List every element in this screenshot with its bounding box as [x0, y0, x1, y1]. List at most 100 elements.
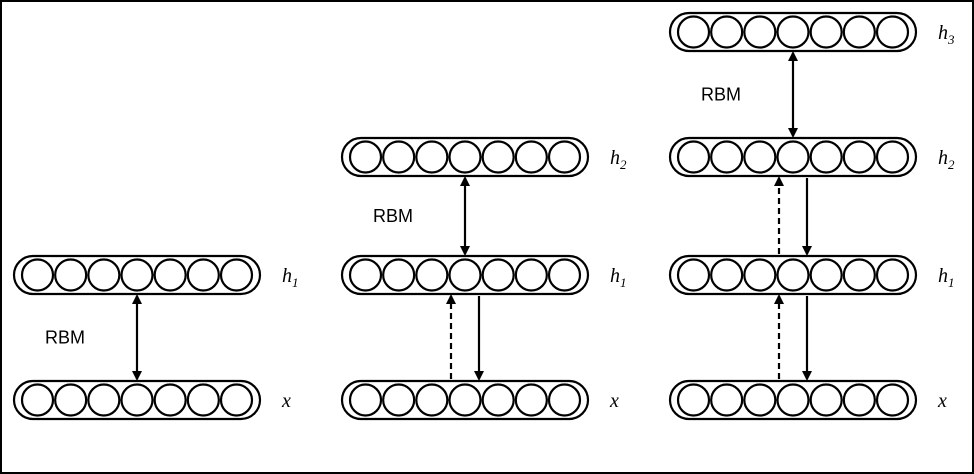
- unit-node: [547, 258, 582, 292]
- unit-node: [776, 258, 810, 292]
- unit-node: [875, 140, 910, 174]
- unit-node: [776, 383, 810, 417]
- unit-node: [382, 258, 416, 292]
- layer-label-name: h: [938, 22, 948, 44]
- unit-node: [676, 15, 711, 49]
- rbm-label: RBM: [45, 328, 85, 348]
- unit-node: [676, 258, 711, 292]
- rbm-label: RBM: [701, 85, 741, 105]
- unit-node: [514, 140, 548, 174]
- unit-node: [481, 383, 515, 417]
- unit-node: [776, 15, 810, 49]
- unit-node: [842, 140, 876, 174]
- layer-label-name: x: [281, 390, 291, 412]
- layer-x-stack-1: [12, 379, 262, 421]
- unit-node: [120, 258, 154, 292]
- unit-node: [153, 258, 187, 292]
- layer-label-subscript: 3: [947, 32, 955, 47]
- unit-node: [547, 140, 582, 174]
- unit-node: [842, 383, 876, 417]
- layer-label-name: x: [609, 390, 619, 412]
- rbm-label: RBM: [373, 206, 413, 226]
- layer-label: h1: [938, 265, 955, 290]
- unit-node: [448, 140, 482, 174]
- layer-label: h1: [282, 265, 299, 290]
- layer-h2-stack-3: [668, 136, 918, 178]
- unit-node: [809, 140, 843, 174]
- layer-x-stack-3: [668, 379, 918, 421]
- unit-node: [547, 383, 582, 417]
- unit-node: [514, 383, 548, 417]
- layer-label: h2: [610, 147, 627, 172]
- unit-node: [676, 140, 711, 174]
- layer-label-name: x: [937, 390, 947, 412]
- unit-node: [87, 258, 121, 292]
- unit-node: [54, 258, 88, 292]
- unit-node: [348, 383, 383, 417]
- layer-h2-stack-2: [340, 136, 590, 178]
- layer-label: h3: [938, 22, 955, 47]
- layer-label-name: h: [938, 265, 948, 287]
- layer-label-subscript: 1: [948, 275, 955, 290]
- unit-node: [875, 258, 910, 292]
- unit-node: [514, 258, 548, 292]
- unit-node: [481, 140, 515, 174]
- layer-label-name: h: [610, 147, 620, 169]
- layer-label-subscript: 1: [292, 275, 299, 290]
- unit-node: [448, 383, 482, 417]
- unit-node: [415, 140, 449, 174]
- unit-node: [87, 383, 121, 417]
- layer-h1-stack-1: [12, 254, 262, 296]
- layer-label-subscript: 1: [620, 275, 627, 290]
- unit-node: [710, 383, 744, 417]
- layer-label: x: [609, 390, 619, 412]
- unit-node: [186, 383, 220, 417]
- unit-node: [809, 258, 843, 292]
- unit-node: [415, 383, 449, 417]
- unit-node: [743, 140, 777, 174]
- unit-node: [875, 15, 910, 49]
- unit-node: [743, 383, 777, 417]
- unit-node: [776, 140, 810, 174]
- unit-node: [348, 140, 383, 174]
- layer-label-subscript: 2: [620, 157, 627, 172]
- unit-node: [676, 383, 711, 417]
- unit-node: [20, 258, 55, 292]
- unit-node: [348, 258, 383, 292]
- unit-node: [875, 383, 910, 417]
- unit-node: [809, 15, 843, 49]
- unit-node: [415, 258, 449, 292]
- layer-label-name: h: [282, 265, 292, 287]
- unit-node: [743, 15, 777, 49]
- layer-label: h1: [610, 265, 627, 290]
- arrows-group: [132, 51, 812, 381]
- unit-node: [54, 383, 88, 417]
- unit-node: [710, 140, 744, 174]
- unit-node: [809, 383, 843, 417]
- unit-node: [382, 140, 416, 174]
- unit-node: [219, 258, 254, 292]
- unit-node: [842, 258, 876, 292]
- unit-node: [186, 258, 220, 292]
- layer-h1-stack-2: [340, 254, 590, 296]
- unit-node: [743, 258, 777, 292]
- unit-node: [710, 258, 744, 292]
- layer-label-subscript: 2: [948, 157, 955, 172]
- unit-node: [219, 383, 254, 417]
- layer-label-name: h: [938, 147, 948, 169]
- unit-node: [20, 383, 55, 417]
- layer-label: h2: [938, 147, 955, 172]
- unit-node: [120, 383, 154, 417]
- layer-h3-stack-3: [668, 11, 918, 53]
- layers-group: [12, 11, 918, 421]
- unit-node: [710, 15, 744, 49]
- layer-x-stack-2: [340, 379, 590, 421]
- layer-h1-stack-3: [668, 254, 918, 296]
- layer-label: x: [937, 390, 947, 412]
- unit-node: [842, 15, 876, 49]
- layer-label: x: [281, 390, 291, 412]
- layer-label-name: h: [610, 265, 620, 287]
